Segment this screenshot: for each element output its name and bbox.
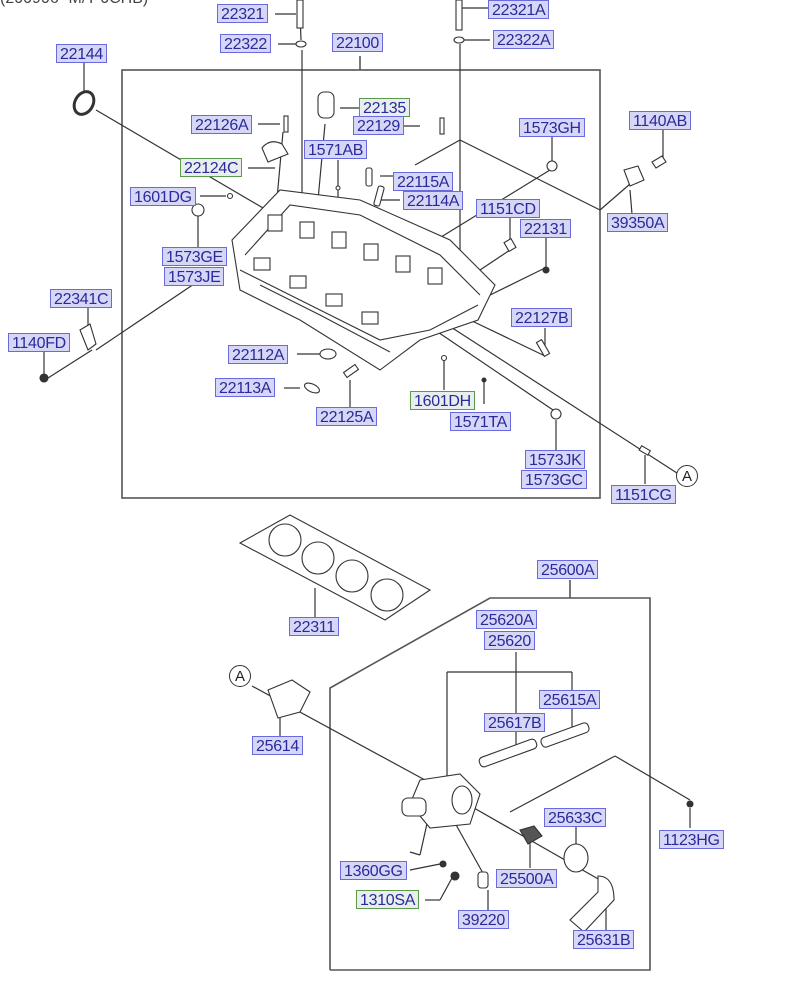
part-label-25617B[interactable]: 25617B xyxy=(484,713,546,732)
part-label-1151CD[interactable]: 1151CD xyxy=(476,199,540,218)
part-label-25631B[interactable]: 25631B xyxy=(573,930,635,949)
part-label-25615A[interactable]: 25615A xyxy=(539,690,601,709)
part-label-22112A[interactable]: 22112A xyxy=(228,345,289,364)
part-label-22124C[interactable]: 22124C xyxy=(180,158,243,177)
part-label-22113A[interactable]: 22113A xyxy=(215,378,276,397)
part-label-22126A[interactable]: 22126A xyxy=(191,115,253,134)
part-label-22321[interactable]: 22321 xyxy=(217,4,268,23)
tappet-part xyxy=(317,91,335,119)
part-label-39350A[interactable]: 39350A xyxy=(607,213,669,232)
part-label-1573GH[interactable]: 1573GH xyxy=(519,118,585,137)
part-label-22115A[interactable]: 22115A xyxy=(393,172,454,191)
part-label-1571AB[interactable]: 1571AB xyxy=(304,140,368,159)
part-label-22322[interactable]: 22322 xyxy=(220,34,271,53)
part-label-22125A[interactable]: 22125A xyxy=(316,407,378,426)
oil-seal-part xyxy=(72,90,96,116)
part-label-1151CG[interactable]: 1151CG xyxy=(611,485,676,504)
part-label-22131[interactable]: 22131 xyxy=(520,219,571,238)
part-label-1123HG[interactable]: 1123HG xyxy=(659,830,724,849)
part-label-1360GG[interactable]: 1360GG xyxy=(340,861,407,880)
reference-callout-a-upper: A xyxy=(676,465,698,487)
part-label-1573JE[interactable]: 1573JE xyxy=(164,267,225,286)
part-label-22144[interactable]: 22144 xyxy=(56,44,107,63)
part-label-22127B[interactable]: 22127B xyxy=(511,308,573,327)
part-label-1573GE[interactable]: 1573GE xyxy=(162,247,227,266)
caption: (200906- M/T 0CHB) xyxy=(0,0,148,8)
part-label-22341C[interactable]: 22341C xyxy=(50,289,113,308)
part-label-25620A[interactable]: 25620A xyxy=(476,610,538,629)
head-gasket-part xyxy=(238,514,432,621)
part-label-22114A[interactable]: 22114A xyxy=(403,191,464,210)
assembly-label-25600A[interactable]: 25600A xyxy=(537,560,599,579)
part-label-22311[interactable]: 22311 xyxy=(289,617,339,636)
part-label-25620[interactable]: 25620 xyxy=(484,631,535,650)
part-label-22322A[interactable]: 22322A xyxy=(493,30,555,49)
cylinder-head-group-frame xyxy=(121,69,601,499)
part-label-22321A[interactable]: 22321A xyxy=(488,0,550,19)
part-label-1601DG[interactable]: 1601DG xyxy=(130,187,196,206)
assembly-label-22100[interactable]: 22100 xyxy=(332,33,383,52)
part-label-25633C[interactable]: 25633C xyxy=(544,808,607,827)
cylinder-head-part xyxy=(231,189,496,371)
part-label-1140FD[interactable]: 1140FD xyxy=(8,333,70,352)
sensor-part xyxy=(623,165,645,187)
part-label-1140AB[interactable]: 1140AB xyxy=(629,111,691,130)
part-label-1573JK[interactable]: 1573JK xyxy=(525,450,586,469)
reference-callout-a-lower: A xyxy=(229,665,251,687)
part-label-22135[interactable]: 22135 xyxy=(359,98,410,117)
part-label-1601DH[interactable]: 1601DH xyxy=(410,391,475,410)
part-label-39220[interactable]: 39220 xyxy=(458,910,509,929)
part-label-25500A[interactable]: 25500A xyxy=(496,869,558,888)
part-label-22129[interactable]: 22129 xyxy=(353,116,404,135)
part-label-1571TA[interactable]: 1571TA xyxy=(450,412,512,431)
part-label-25614[interactable]: 25614 xyxy=(252,736,303,755)
part-label-1573GC[interactable]: 1573GC xyxy=(521,470,587,489)
part-label-1310SA[interactable]: 1310SA xyxy=(356,890,420,909)
